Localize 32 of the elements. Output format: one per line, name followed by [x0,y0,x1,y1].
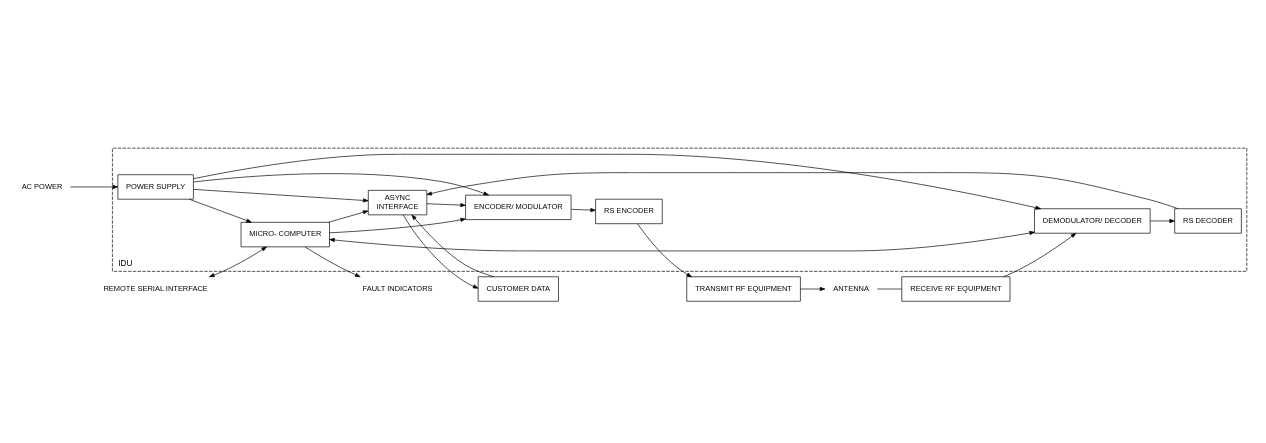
node-box: ENCODER/ MODULATOR [465,194,572,220]
node-box: TRANSMIT RF EQUIPMENT [686,275,801,302]
arrow [403,214,479,289]
arrow [193,188,369,202]
arrow [637,222,692,277]
node-box: ASYNC INTERFACE [367,189,428,215]
arrow [426,171,1179,209]
node-text: ANTENNA [833,283,869,293]
arrow [1003,232,1077,277]
arrow [1150,218,1175,223]
arrow [800,286,826,291]
node-box: RECEIVE RF EQUIPMENT [901,275,1011,302]
node-text: FAULT INDICATORS [362,283,433,293]
arrow [193,172,489,195]
node-box: RS ENCODER [595,198,663,224]
arrow [209,246,267,277]
arrow [189,198,252,223]
arrow [411,214,495,277]
arrow [70,184,119,189]
arrow [329,217,466,233]
node-box: MICRO- COMPUTER [240,221,330,247]
arrow [571,207,596,212]
arrow [193,153,1041,210]
node-text: AC POWER [21,181,63,191]
arrow [304,246,361,277]
node-box: RS DECODER [1174,207,1242,234]
arrow [329,230,1035,251]
arrow [426,202,466,207]
node-text: REMOTE SERIAL INTERFACE [103,283,208,293]
arrow [328,209,369,223]
node-box: CUSTOMER DATA [477,275,559,302]
node-box: POWER SUPPLY [117,173,194,200]
